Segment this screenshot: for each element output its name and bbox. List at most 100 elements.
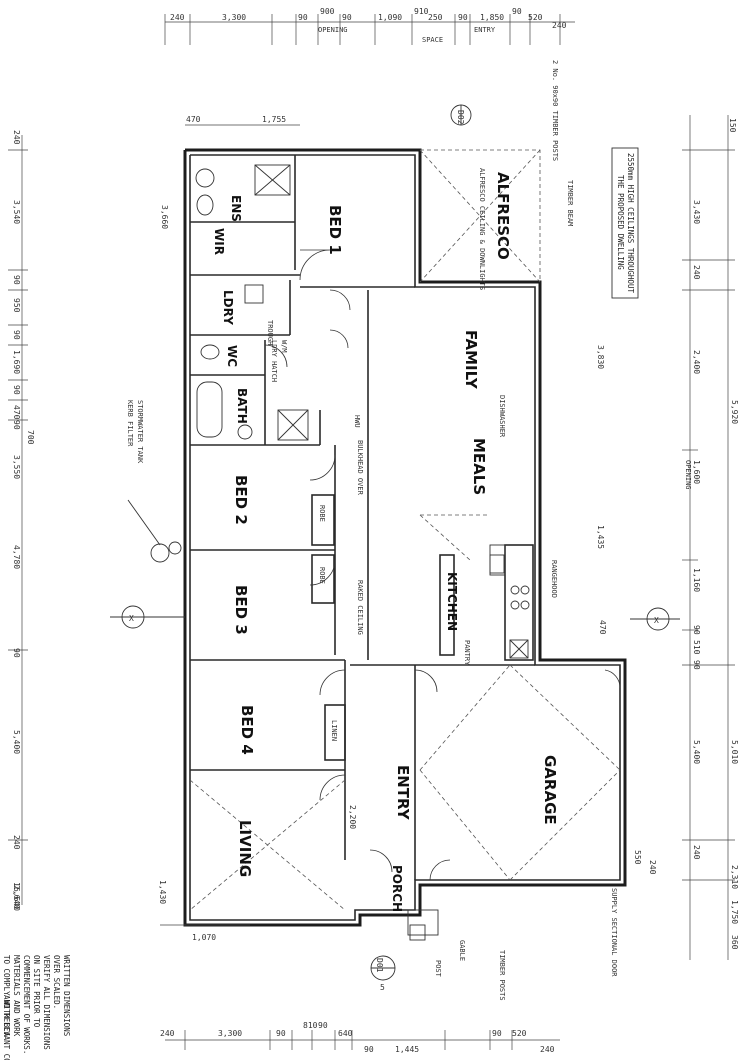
section-markers: X X D01 5 D02 <box>110 104 680 992</box>
left-dimension-chain: 240 3,540 90 950 90 1,690 90 470 90 700 … <box>8 130 35 909</box>
dim-bottom-8: 90 <box>492 1029 502 1038</box>
interior-walls <box>190 155 535 880</box>
dim-bottom-3: 810 <box>303 1021 318 1030</box>
room-ldry: LDRY <box>221 290 235 325</box>
label-pantry: PANTRY <box>463 640 471 666</box>
dim-right-7: 90 <box>692 625 701 635</box>
dim-bottom-2: 90 <box>276 1029 286 1038</box>
room-kitchen: KITCHEN <box>445 572 459 631</box>
dim-right-12: 240 <box>692 845 701 860</box>
label-linen: LINEN <box>330 720 338 741</box>
dim-left-10: 3,550 <box>12 455 21 479</box>
dim-inner-0: 470 <box>186 115 201 124</box>
label-porch-post: POST <box>434 960 442 978</box>
dim-right-5: 1,600 <box>692 460 701 484</box>
dim-right-6: 1,160 <box>692 568 701 592</box>
dim-bottom-total: 16,640 <box>12 882 21 911</box>
dim-top-3: 900 <box>320 7 335 16</box>
room-bed2: BED 2 <box>232 475 250 525</box>
label-robe-2: ROBE <box>318 567 326 584</box>
dim-left-6: 90 <box>12 385 21 395</box>
room-family: FAMILY <box>462 330 480 390</box>
dim-top-0: 240 <box>170 13 185 22</box>
general-notes: WRITTEN DIMENSIONS OVER SCALED. VERIFY A… <box>2 955 71 1060</box>
note-1: OVER SCALED. <box>52 955 61 1009</box>
dim-left-8: 90 <box>12 420 21 430</box>
dim-inner-2: 1,070 <box>192 933 216 942</box>
dim-inner-4: 3,660 <box>160 205 169 229</box>
dim-bottom-0: 240 <box>160 1029 175 1038</box>
dim-right-9: 90 <box>692 660 701 670</box>
dim-right-15: 360 <box>730 935 739 950</box>
dim-top-8: 90 <box>458 13 468 22</box>
note-2: VERIFY ALL DIMENSIONS <box>42 955 51 1050</box>
note-3: ON SITE PRIOR TO <box>32 955 41 1028</box>
room-labels: BED 1 ENS WIR LDRY WC BATH BED 2 BED 3 B… <box>212 172 559 912</box>
room-meals: MEALS <box>470 438 488 495</box>
label-opening-2: OPENING <box>684 460 692 490</box>
dim-top-4: 90 <box>342 13 352 22</box>
dim-right-0: 150 <box>728 118 737 133</box>
dim-inner-5: 2,200 <box>348 805 357 829</box>
title-line-1: 2550mm HIGH CEILINGS THROUGHOUT <box>626 153 635 293</box>
dim-left-13: 5,400 <box>12 730 21 754</box>
label-sectional-door: SUPPLY SECTIONAL DOOR <box>610 888 618 977</box>
dim-right-10: 5,400 <box>692 740 701 764</box>
dim-left-7: 470 <box>12 405 21 420</box>
dim-inner-1: 1,755 <box>262 115 286 124</box>
dim-right-8: 510 <box>692 640 701 655</box>
dim-left-1: 3,540 <box>12 200 21 224</box>
label-ldry-hatch: LDRY HATCH <box>270 340 278 382</box>
dim-top-7: 250 <box>428 13 443 22</box>
inner-dimensions: 470 1,755 1,070 1,430 3,660 2,200 3,830 … <box>12 115 657 942</box>
dim-inner-9: 550 <box>633 850 642 865</box>
fixtures <box>189 164 621 941</box>
top-dimension-chain: 240 3,300 90 900 90 1,090 910 250 90 1,8… <box>164 7 575 45</box>
room-bed4: BED 4 <box>238 705 256 755</box>
note-4: COMMENCEMENT OF WORKS. <box>22 955 31 1054</box>
dim-inner-6: 3,830 <box>596 345 605 369</box>
dim-top-11: 520 <box>528 13 543 22</box>
note-6: TO COMPLY WITH BCA <box>2 955 11 1037</box>
label-timber-posts: 2 No. 90x90 TIMBER POSTS <box>551 60 559 161</box>
label-kerb: KERB FILTER <box>126 400 134 447</box>
label-stormwater: STORMWATER TANK <box>136 400 144 464</box>
dim-top-1: 3,300 <box>222 13 246 22</box>
detail-marker-0: D01 <box>375 958 384 973</box>
dim-left-9: 700 <box>26 430 35 445</box>
section-marker-left: X <box>129 614 134 623</box>
dim-left-2: 90 <box>12 275 21 285</box>
detail-marker-1: 5 <box>380 983 385 992</box>
minor-labels: ROBE ROBE LINEN PANTRY TROUGH W/M HWU SU… <box>126 60 692 1001</box>
detail-marker-2: D02 <box>456 110 465 125</box>
dim-left-5: 1,690 <box>12 350 21 374</box>
note-0: WRITTEN DIMENSIONS <box>62 955 71 1037</box>
dim-left-3: 950 <box>12 298 21 313</box>
dim-inner-10: 240 <box>648 860 657 875</box>
dim-inner-7: 1,435 <box>596 525 605 549</box>
note-7: AND RELEVANT CODES <box>2 995 11 1060</box>
label-hwu: HWU <box>353 415 361 428</box>
title-line-2: THE PROPOSED DWELLING <box>616 175 625 270</box>
dim-right-13: 2,310 <box>730 865 739 889</box>
dim-top-9: 1,850 <box>480 13 504 22</box>
dim-top-6: 910 <box>414 7 429 16</box>
label-dishwasher: DISHWASHER <box>498 395 506 438</box>
title-block: 2550mm HIGH CEILINGS THROUGHOUT THE PROP… <box>611 147 639 299</box>
label-ceiling-note: RAKED CEILING <box>356 580 364 635</box>
dim-left-15: 2,640 <box>12 885 21 909</box>
dim-right-3: 2,400 <box>692 350 701 374</box>
dim-bottom-10: 240 <box>540 1045 555 1054</box>
label-entry-mark: ENTRY <box>474 26 496 34</box>
dim-top-12: 240 <box>552 21 567 30</box>
dim-right-14: 1,750 <box>730 900 739 924</box>
dim-top-5: 1,090 <box>378 13 402 22</box>
room-garage: GARAGE <box>541 755 559 825</box>
dim-inner-3: 1,430 <box>158 880 167 904</box>
room-bed3: BED 3 <box>232 585 250 635</box>
dim-bottom-1: 3,300 <box>218 1029 242 1038</box>
dim-top-2: 90 <box>298 13 308 22</box>
note-5: MATERIALS AND WORK <box>12 955 21 1037</box>
dim-inner-8: 470 <box>598 620 607 635</box>
room-bed1: BED 1 <box>326 205 344 255</box>
